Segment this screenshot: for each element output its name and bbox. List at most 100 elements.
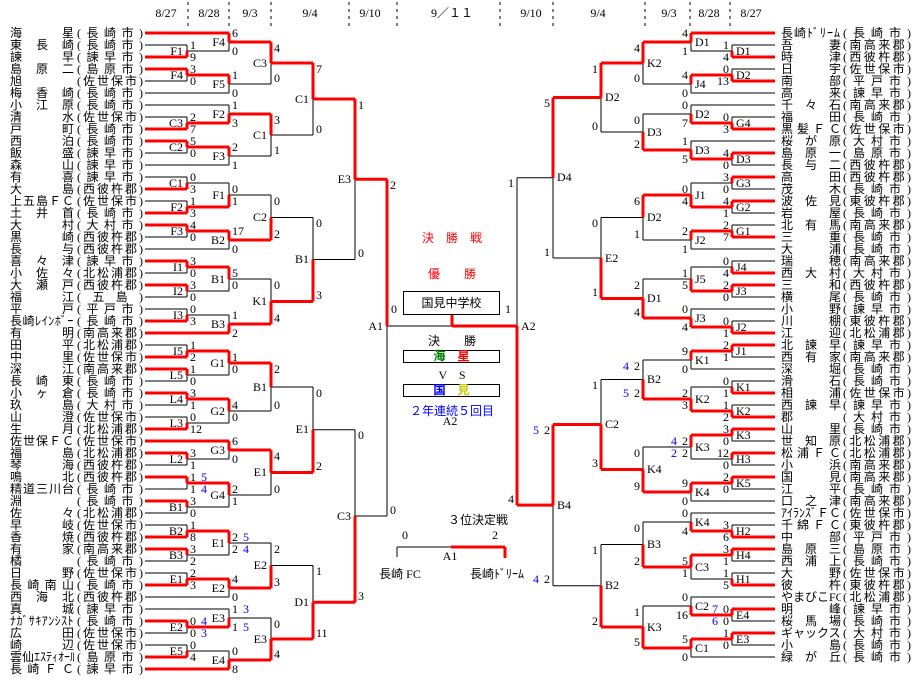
match-score: 1: [682, 133, 688, 148]
header-date: 9／１１: [431, 6, 473, 20]
match-score: 2: [723, 277, 729, 292]
pk-score: 2: [671, 445, 677, 460]
match-score: 2: [544, 423, 550, 437]
match-score: 0: [723, 373, 729, 388]
match-score: 2: [316, 459, 322, 473]
match-score: 5: [682, 277, 688, 292]
match-score: 1: [723, 349, 729, 364]
team-name: 日宇: [781, 63, 841, 75]
team-region: 長崎市: [843, 423, 911, 435]
match-score: 1: [232, 67, 238, 82]
match-score: 0: [274, 481, 280, 496]
match-label: C1: [168, 175, 183, 190]
match-label: I5: [173, 343, 183, 358]
match-score: 0: [190, 373, 196, 388]
match-score: 4: [682, 523, 688, 538]
match-score: 0: [682, 181, 688, 196]
team-region: 東彼杵郡: [843, 195, 911, 207]
champion-label: 優 勝: [427, 267, 476, 281]
team-name: 橘: [10, 555, 23, 567]
team-region: 南高来郡: [77, 543, 143, 555]
team-name: 日野: [10, 567, 74, 579]
match-score: 2: [682, 223, 688, 238]
match-label: G4: [736, 115, 751, 130]
match-label: H2: [736, 523, 751, 538]
match-score: 1: [190, 397, 196, 412]
team-region: 長崎市: [843, 27, 911, 39]
match-score: 8: [232, 661, 238, 676]
match-score: 1: [634, 226, 640, 241]
match-score: 17: [232, 223, 244, 238]
match-score: 4: [274, 40, 280, 55]
match-score: 0: [190, 145, 196, 160]
match-label: D1: [294, 594, 309, 609]
team-region: 大村市: [77, 399, 143, 411]
match-label: A2: [521, 318, 536, 333]
match-score: 2: [274, 226, 280, 241]
team-region: 諫早市: [843, 603, 911, 615]
team-region: 佐世保市: [843, 123, 911, 135]
team-name: 横尾: [781, 291, 841, 303]
team-name: 小野: [781, 303, 841, 315]
match-score: 6: [723, 529, 729, 544]
match-score: 0: [316, 216, 322, 230]
match-score: 1: [592, 61, 598, 76]
match-score: 3: [592, 456, 598, 470]
match-label: D3: [736, 151, 751, 166]
team-region: 佐世保市: [77, 567, 143, 579]
match-score: 4: [274, 448, 280, 463]
team-region: 諫早市: [77, 51, 143, 63]
team-name: 上五島ＦＣ: [10, 195, 74, 207]
match-label: E3: [211, 610, 225, 625]
team-name: 茂木: [781, 183, 841, 195]
match-label: H1: [736, 571, 751, 586]
match-score: 1: [232, 619, 238, 634]
pk-score: 5: [243, 529, 249, 544]
match-score: 1: [232, 97, 238, 112]
team-region: 長崎市: [77, 27, 143, 39]
team-region: 平戸市: [843, 531, 911, 543]
match-score: 0: [723, 601, 729, 616]
match-score: 0: [274, 616, 280, 631]
team-region: 長崎市: [843, 615, 911, 627]
match-score: 2: [634, 136, 640, 151]
match-score: 1: [723, 325, 729, 340]
team-name: 雲仙ｴｽﾃｨｵｰﾙ: [10, 651, 74, 663]
match-score: 4: [274, 646, 280, 661]
third-place-score-right: 2: [492, 528, 498, 542]
team-region: 大村市: [843, 135, 911, 147]
match-score: 5: [634, 634, 640, 649]
match-label: C1: [294, 91, 309, 106]
match-label: B1: [210, 271, 225, 286]
match-label: B1: [168, 499, 183, 514]
team-region: 佐世保市: [77, 639, 143, 651]
match-score: 0: [723, 613, 729, 628]
team-region: 五島: [77, 291, 143, 303]
team-region: 諫早市: [77, 603, 143, 615]
match-score: 0: [634, 445, 640, 460]
team-name: 三重: [781, 231, 841, 243]
match-score: 4: [190, 649, 196, 664]
team-region: 佐世保市: [843, 63, 911, 75]
match-score: 1: [723, 205, 729, 220]
team-region: 長崎市: [843, 483, 911, 495]
team-region: 西彼杵郡: [843, 51, 911, 63]
match-score: 3: [316, 288, 322, 302]
match-score: 3: [190, 445, 196, 460]
team-region: 南高来郡: [843, 99, 911, 111]
match-label: L4: [169, 391, 183, 406]
match-score: 3: [232, 115, 238, 130]
team-name: 島原二: [10, 63, 74, 75]
team-name: 琴海: [10, 459, 74, 471]
final-match-label: 決 勝: [427, 334, 476, 348]
match-score: 7: [190, 121, 196, 136]
match-score: 1: [232, 601, 238, 616]
team-name: ギャックスFC: [781, 627, 841, 639]
team-region: 大村市: [77, 219, 143, 231]
team-region: 諫早市: [77, 147, 143, 159]
team-name: 田平: [10, 339, 74, 351]
match-score: 0: [190, 229, 196, 244]
match-label: F4: [170, 67, 183, 82]
team-region: 諫早市: [77, 663, 143, 675]
team-name: 小ヶ倉: [10, 387, 74, 399]
